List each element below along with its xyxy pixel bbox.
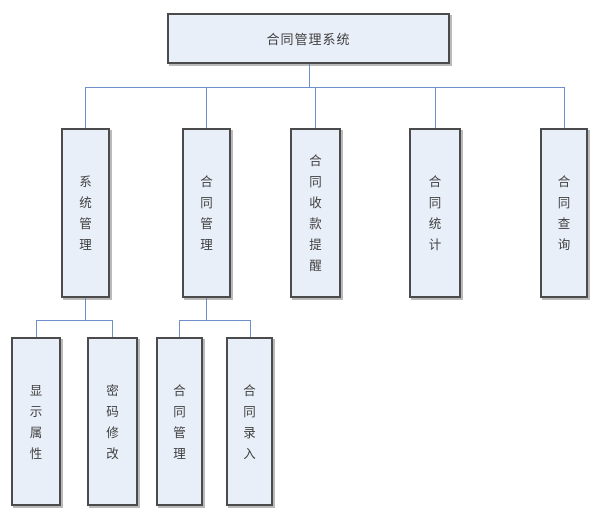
connector-contract-management-stem bbox=[206, 298, 207, 321]
node-display-properties: 显示属性 bbox=[11, 337, 61, 506]
node-contract-payment-reminder: 合同收款提醒 bbox=[290, 128, 341, 298]
node-label: 合同录入 bbox=[243, 382, 256, 461]
connector-drop-payment-reminder bbox=[315, 87, 316, 128]
node-contract-statistics: 合同统计 bbox=[409, 128, 461, 298]
node-password-change: 密码修改 bbox=[87, 337, 138, 506]
connector-system-children-horizontal bbox=[36, 320, 113, 321]
node-contract-entry: 合同录入 bbox=[226, 337, 273, 506]
connector-drop-contract-management-sub bbox=[179, 320, 180, 337]
node-contract-query: 合同查询 bbox=[540, 128, 588, 298]
node-label: 显示属性 bbox=[29, 382, 43, 461]
connector-drop-system-management bbox=[85, 87, 86, 128]
node-label: 合同查询 bbox=[557, 174, 571, 252]
connector-system-management-stem bbox=[85, 298, 86, 321]
node-contract-management-sub: 合同管理 bbox=[156, 337, 203, 506]
node-label: 密码修改 bbox=[106, 382, 119, 461]
node-label: 合同管理 bbox=[200, 174, 213, 252]
node-system-management: 系统管理 bbox=[61, 128, 110, 298]
node-contract-management-system: 合同管理系统 bbox=[167, 13, 450, 64]
connector-drop-display-properties bbox=[36, 320, 37, 337]
node-label: 合同管理系统 bbox=[266, 33, 351, 48]
connector-drop-password-change bbox=[112, 320, 113, 337]
node-label: 合同收款提醒 bbox=[309, 153, 322, 273]
connector-drop-contract-statistics bbox=[435, 87, 436, 128]
connector-drop-contract-management bbox=[206, 87, 207, 128]
node-label: 合同统计 bbox=[428, 174, 442, 252]
connector-root-stem bbox=[309, 64, 310, 88]
connector-level2-horizontal bbox=[85, 87, 565, 88]
connector-drop-contract-entry bbox=[250, 320, 251, 337]
node-contract-management: 合同管理 bbox=[182, 128, 231, 298]
connector-contract-children-horizontal bbox=[179, 320, 251, 321]
node-label: 系统管理 bbox=[79, 174, 92, 252]
node-label: 合同管理 bbox=[173, 382, 186, 461]
connector-drop-contract-query bbox=[564, 87, 565, 128]
